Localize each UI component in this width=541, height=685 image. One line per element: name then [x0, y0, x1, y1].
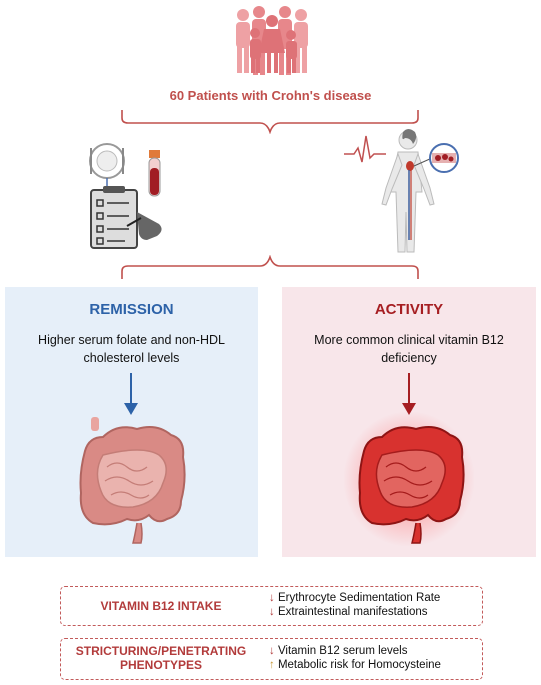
remission-title: REMISSION [89, 301, 174, 318]
brace-middle [121, 255, 419, 279]
patient-body-ecg-icon [344, 129, 459, 253]
down-arrow-icon: ↓ [269, 592, 275, 604]
effect-text: Erythrocyte Sedimentation Rate [277, 592, 441, 604]
activity-title: ACTIVITY [374, 301, 444, 318]
down-arrow-icon [402, 373, 416, 415]
brace-top [121, 110, 419, 134]
remission-text: Higher serum folate and non-HDL choleste… [38, 333, 225, 365]
activity-text: More common clinical vitamin B12 deficie… [314, 333, 504, 365]
effect-text: Extraintestinal manifestations [277, 606, 428, 618]
down-arrow-icon [124, 373, 138, 415]
box-label: STRICTURING/PENETRATING PHENOTYPES [75, 644, 247, 672]
effect-text: Vitamin B12 serum levels [277, 645, 408, 657]
effect-text: Metabolic risk for Homocysteine [277, 659, 441, 671]
down-arrow-icon: ↓ [269, 606, 275, 618]
down-arrow-icon: ↓ [269, 645, 275, 657]
box-label: VITAMIN B12 INTAKE [100, 599, 222, 613]
box-lines: ↓ Vitamin B12 serum levels ↑ Metabolic r… [269, 644, 441, 672]
dietary-questionnaire-icon [89, 143, 162, 249]
activity-panel: ACTIVITY More common clinical vitamin B1… [282, 287, 536, 557]
list-item: ↓ Extraintestinal manifestations [269, 605, 440, 619]
stricturing-penetrating-box: STRICTURING/PENETRATING PHENOTYPES ↓ Vit… [60, 638, 483, 680]
remission-panel: REMISSION Higher serum folate and non-HD… [5, 287, 258, 557]
box-lines: ↓ Erythrocyte Sedimentation Rate ↓ Extra… [269, 591, 440, 619]
patients-group-icon [236, 6, 308, 75]
list-item: ↓ Erythrocyte Sedimentation Rate [269, 591, 440, 605]
list-item: ↑ Metabolic risk for Homocysteine [269, 658, 441, 672]
patients-title: 60 Patients with Crohn's disease [169, 88, 372, 103]
list-item: ↓ Vitamin B12 serum levels [269, 644, 441, 658]
up-arrow-icon: ↑ [269, 659, 275, 671]
vitamin-b12-intake-box: VITAMIN B12 INTAKE ↓ Erythrocyte Sedimen… [60, 586, 483, 626]
colon-normal-icon [79, 417, 186, 544]
colon-inflamed-icon [343, 411, 475, 547]
